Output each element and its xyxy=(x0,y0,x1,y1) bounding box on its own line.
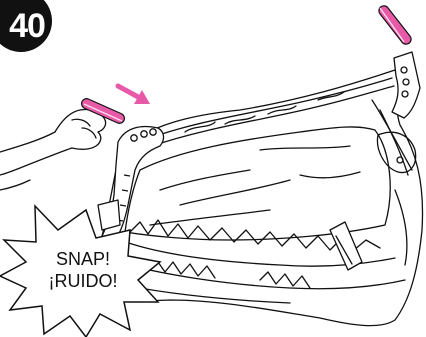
snap-callout-text: SNAP! ¡RUIDO! xyxy=(24,248,142,292)
lock-button-right xyxy=(377,4,413,46)
arrow-right-down-icon xyxy=(118,86,150,104)
callout-line-1: SNAP! xyxy=(24,248,142,270)
step-number-badge: 40 xyxy=(0,0,52,52)
step-number: 40 xyxy=(9,7,45,46)
callout-line-2: ¡RUIDO! xyxy=(24,270,142,292)
left-hand xyxy=(0,109,106,190)
